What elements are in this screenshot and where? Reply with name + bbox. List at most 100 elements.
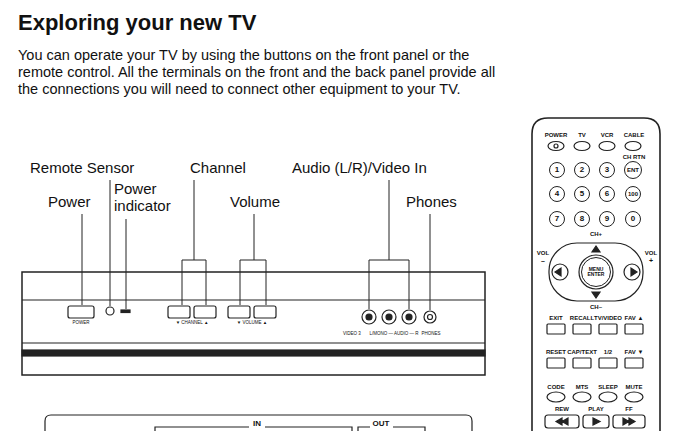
button-text: 1 [555,166,559,174]
button-label: + [649,257,653,265]
panel-edge [22,299,485,300]
page-title: Exploring your new TV [18,10,256,35]
number-button: 6 [599,186,615,202]
number-button: 0 [625,211,641,227]
panel-marking: L/MONO — AUDIO — R [369,331,418,336]
panel-band [22,350,485,356]
intro-text: You can operate your TV by using the but… [18,47,496,98]
channel-button [194,306,216,318]
play-symbol [593,418,600,425]
arrow-symbol [592,292,600,298]
channel-button [168,306,190,318]
button-label: – [541,257,545,265]
panel-marking: PHONES [421,331,440,336]
number-button: 5 [574,186,590,202]
button-text: 7 [555,215,559,223]
button-label: FF [625,406,632,413]
rocker-pad [549,243,643,301]
button-label: CABLE [624,132,645,139]
panel-outline [22,272,485,375]
number-button: 2 [574,162,590,178]
button-label: CH+ [590,231,602,238]
video-jack [366,314,372,320]
remote-button [548,142,564,151]
bracket [240,214,266,305]
front-panel [22,272,485,375]
button-text: 5 [580,190,584,198]
remote-sensor [106,307,114,315]
button-label: VOL [645,250,657,257]
number-button: 4 [549,186,565,202]
menu-enter-button: MENU ENTER [581,257,611,287]
callout: Power [48,193,91,210]
video-jack [362,310,376,324]
remote-button [625,358,643,368]
back-panel [45,415,472,431]
number-button: 9 [599,211,615,227]
button-text: MENU ENTER [585,267,607,278]
rew-button [545,415,579,428]
button-label: PLAY [588,406,603,413]
out-bracket [358,427,425,431]
arrow-symbol [555,268,561,276]
panel-marking: ▼ VOLUME ▲ [237,320,267,325]
button-text: 3 [605,166,609,174]
remote-button [625,324,643,334]
button-text: 8 [580,215,584,223]
number-button: ENT [624,161,642,179]
button-label: EXIT [549,315,562,322]
button-text: 9 [605,215,609,223]
callout: Power indicator [114,180,184,214]
remote-button [547,358,565,368]
back-panel-outline [45,415,472,431]
phones-jack [428,315,433,320]
rew-symbol [556,418,568,425]
button-label: MUTE [626,384,643,391]
button-text: 0 [631,215,635,223]
remote-button [574,142,590,151]
remote-button [625,142,641,151]
panel-marking: ▼ CHANNEL ▲ [176,320,209,325]
callout: Audio (L/R)/Video In [292,159,427,176]
audio-jack [386,314,392,320]
remote-button [573,324,591,334]
leader-line [110,180,111,306]
button-label: RESET [546,349,566,356]
remote-button [547,324,565,334]
play-button [583,415,609,428]
arrow-symbol [592,246,600,252]
panel-marking: VIDEO 3 [343,331,361,336]
button-label: 1/2 [604,349,612,356]
number-button: 3 [599,162,615,178]
button-label: TV/VIDEO [594,315,622,322]
audio-jack [382,310,396,324]
remote-button [599,392,617,402]
bracket [182,180,206,305]
leader-line [126,219,127,309]
remote-button [625,392,643,402]
remote-button [599,324,617,334]
button-label: MTS [576,384,589,391]
remote-control [532,118,660,431]
leader-lines [82,180,430,310]
button-label: CH RTN [623,154,646,161]
ff-button [613,415,645,428]
button-label: VOL [537,250,549,257]
rocker-ring [579,255,613,289]
button-label: VCR [601,132,614,139]
audio-jack [402,310,416,324]
button-label: TV [578,132,586,139]
button-label: SLEEP [598,384,618,391]
panel-edge [22,342,485,343]
button-label: REW [555,406,569,413]
number-button: 8 [574,211,590,227]
button-text: 2 [580,166,584,174]
panel-heading: OUT [373,419,390,428]
panel-marking: POWER [72,320,89,325]
power-button [68,306,94,318]
leader-line [82,214,83,305]
rocker-key [552,264,568,280]
power-indicator [121,310,130,313]
button-text: 100 [628,191,638,197]
